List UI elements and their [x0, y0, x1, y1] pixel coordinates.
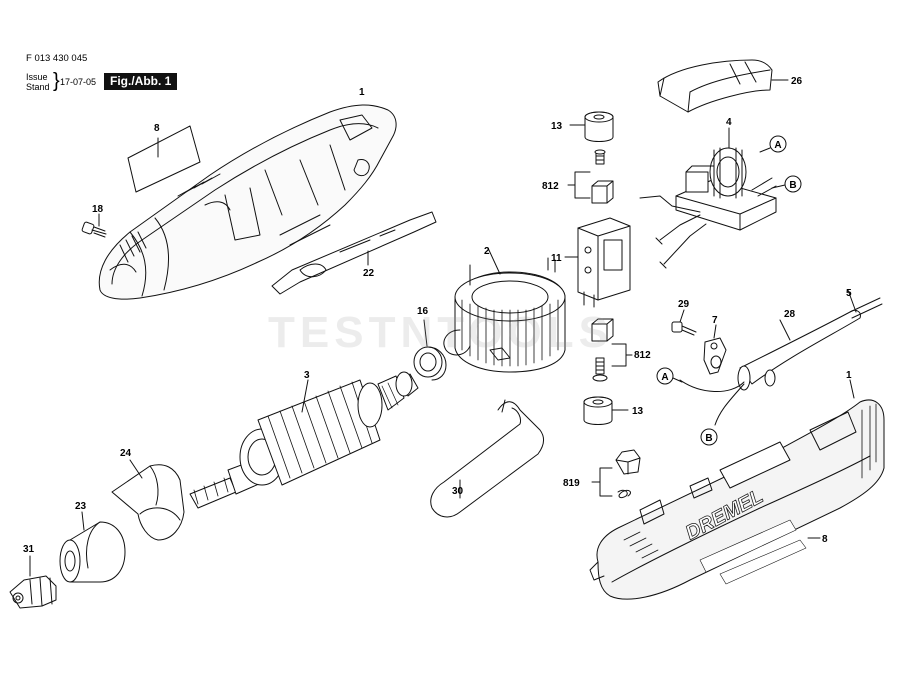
nose-cover — [111, 459, 185, 541]
callout-8-bottom: 8 — [822, 534, 828, 545]
brush-assembly-top — [567, 149, 614, 204]
assembled-housing: DREMEL — [589, 379, 885, 600]
callout-26: 26 — [791, 76, 803, 87]
cable-clamp — [703, 324, 727, 375]
screw-29 — [671, 309, 697, 336]
callout-29: 29 — [678, 299, 690, 310]
connector-a-bottom: A — [661, 372, 668, 383]
callout-28: 28 — [784, 309, 796, 320]
label-sticker-top — [127, 125, 201, 193]
callout-1-top: 1 — [359, 87, 365, 98]
callout-11: 11 — [551, 253, 562, 264]
callout-812-top: 812 — [542, 181, 559, 192]
callout-24: 24 — [120, 448, 132, 459]
callout-5: 5 — [846, 288, 852, 299]
callout-18: 18 — [92, 204, 104, 215]
connector-markers: A B A B — [656, 135, 802, 446]
electronic-module — [639, 127, 777, 269]
connector-a-bottom-circle — [656, 367, 674, 385]
connector-b-bottom-circle — [700, 428, 718, 446]
spacer-top — [569, 111, 614, 142]
document-number: F 013 430 045 — [26, 53, 88, 64]
connector-b-top: B — [789, 180, 796, 191]
callout-13-bottom: 13 — [632, 406, 644, 417]
slider-button — [591, 449, 641, 499]
switch-plate — [271, 211, 437, 295]
callout-22: 22 — [363, 268, 375, 279]
wire-hanger — [430, 399, 545, 518]
stand-label: Stand — [26, 82, 50, 92]
housing-half-shell — [98, 104, 397, 300]
cable-sleeve-and-cord — [679, 289, 883, 426]
screw-18 — [81, 213, 107, 238]
callout-2: 2 — [484, 246, 490, 257]
issue-date: 17-07-05 — [60, 77, 97, 87]
issue-label: Issue — [26, 72, 48, 82]
collet-nut — [59, 511, 126, 583]
callout-4: 4 — [726, 117, 732, 128]
callout-7: 7 — [712, 315, 718, 326]
callout-819: 819 — [563, 478, 580, 489]
callout-8-top: 8 — [154, 123, 160, 134]
armature — [189, 371, 419, 509]
callout-numbers: 1 8 18 22 13 812 11 26 4 2 16 3 812 13 2… — [23, 76, 852, 555]
connector-a-top: A — [774, 140, 781, 151]
callout-13-top: 13 — [551, 121, 563, 132]
field-coil — [443, 247, 566, 373]
callout-31: 31 — [23, 544, 35, 555]
callout-812-bottom: 812 — [634, 350, 651, 361]
bearing-ring — [413, 319, 447, 381]
callout-1-bottom: 1 — [846, 370, 852, 381]
brace-glyph: } — [53, 70, 60, 92]
callout-23: 23 — [75, 501, 87, 512]
callout-3: 3 — [304, 370, 310, 381]
watermark: TESTNTOOLS — [268, 308, 613, 357]
chuck — [9, 555, 57, 609]
switch-11 — [564, 217, 631, 308]
connector-b-top-circle — [784, 175, 802, 193]
spacer-bottom — [583, 396, 629, 425]
connector-a-top-circle — [769, 135, 787, 153]
connector-b-bottom: B — [705, 433, 712, 444]
brush-assembly-bottom — [591, 318, 633, 382]
figure-label: Fig./Abb. 1 — [104, 73, 178, 90]
top-cover — [657, 59, 789, 113]
callout-16: 16 — [417, 306, 429, 317]
callout-30: 30 — [452, 486, 464, 497]
